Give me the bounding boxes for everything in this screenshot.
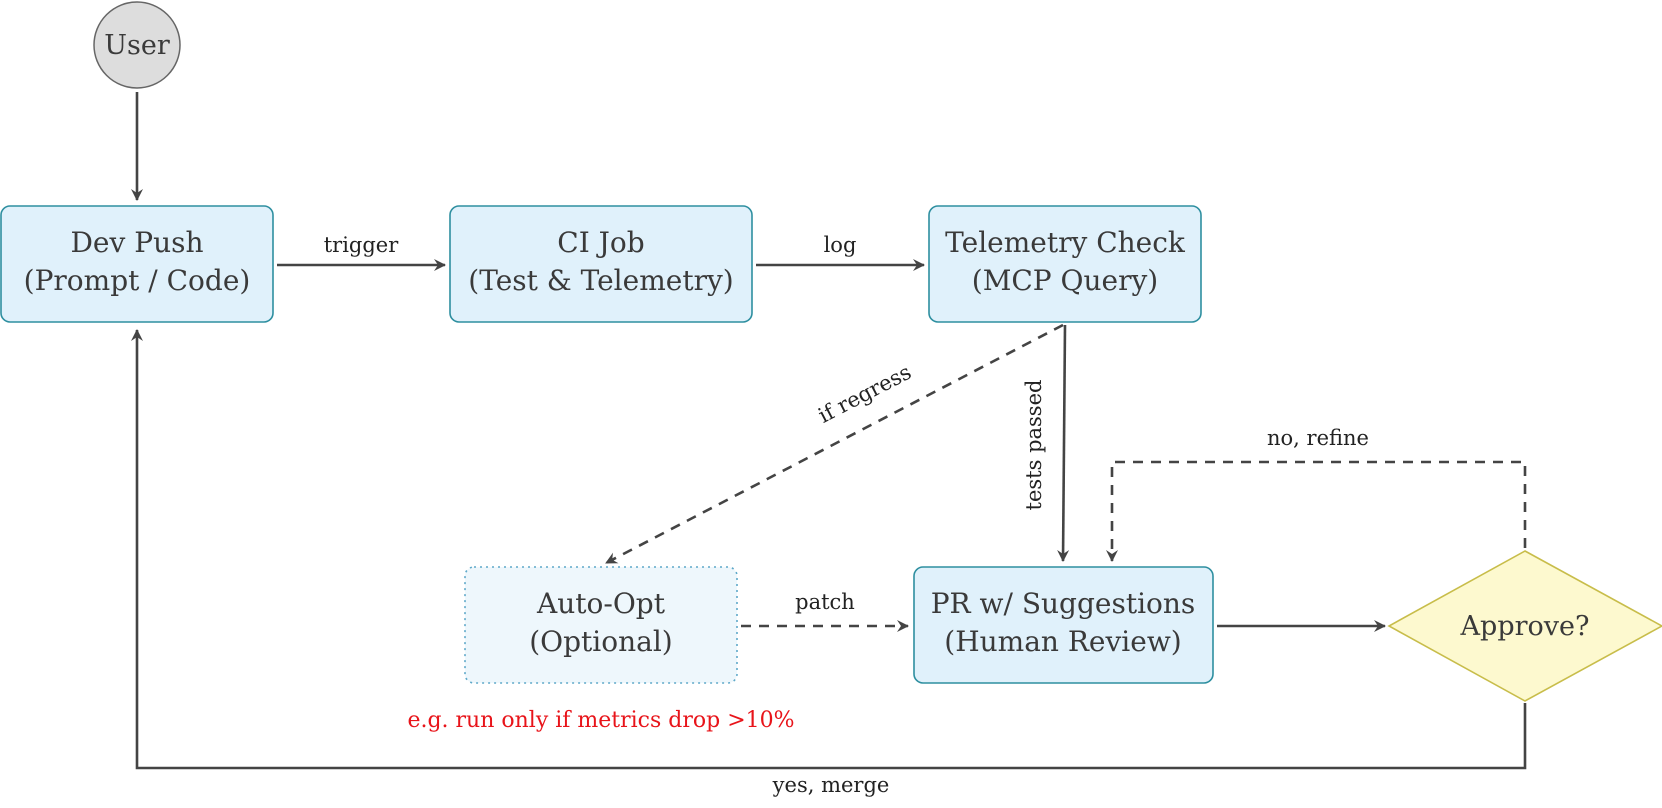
node-telemetry-check: Telemetry Check (MCP Query) (928, 205, 1202, 323)
auto-opt-title: Auto-Opt (536, 587, 666, 620)
node-auto-opt: Auto-Opt (Optional) (464, 566, 738, 684)
edge-label-log: log (824, 233, 857, 257)
edge-yes-merge (131, 329, 1527, 770)
telemetry-check-title: Telemetry Check (945, 226, 1186, 259)
pr-suggestions-subtitle: (Human Review) (944, 625, 1181, 658)
dev-push-subtitle: (Prompt / Code) (24, 264, 251, 297)
edge-no-refine (1106, 460, 1527, 562)
auto-opt-subtitle: (Optional) (529, 625, 672, 658)
node-ci-job: CI Job (Test & Telemetry) (449, 205, 753, 323)
edge-label-if-regress: if regress (814, 360, 915, 428)
node-user: User (93, 1, 181, 89)
user-label: User (104, 30, 170, 61)
user-circle (93, 1, 181, 89)
approve-label: Approve? (1460, 611, 1590, 642)
ci-job-title: CI Job (557, 226, 644, 259)
dev-push-title: Dev Push (70, 226, 203, 259)
auto-opt-box (464, 566, 738, 684)
ci-job-subtitle: (Test & Telemetry) (468, 264, 733, 297)
node-approve-decision: Approve? (1387, 550, 1662, 702)
edge-tests-passed (1057, 324, 1070, 562)
node-pr-suggestions: PR w/ Suggestions (Human Review) (913, 566, 1214, 684)
ci-job-box (449, 205, 753, 323)
threshold-note: e.g. run only if metrics drop >10% (407, 708, 794, 733)
dev-push-box (0, 205, 274, 323)
edge-if-regress (605, 323, 1064, 565)
edge-label-no-refine: no, refine (1267, 426, 1369, 450)
edge-label-yes-merge: yes, merge (772, 773, 890, 797)
pr-suggestions-title: PR w/ Suggestions (931, 587, 1196, 620)
edge-label-patch: patch (795, 590, 855, 614)
telemetry-check-box (928, 205, 1202, 323)
edge-label-trigger: trigger (324, 233, 400, 257)
approve-diamond (1387, 550, 1662, 702)
telemetry-check-subtitle: (MCP Query) (972, 264, 1158, 297)
pr-suggestions-box (913, 566, 1214, 684)
edge-label-tests-passed: tests passed (1022, 380, 1046, 511)
edges (131, 92, 1527, 770)
node-dev-push: Dev Push (Prompt / Code) (0, 205, 274, 323)
